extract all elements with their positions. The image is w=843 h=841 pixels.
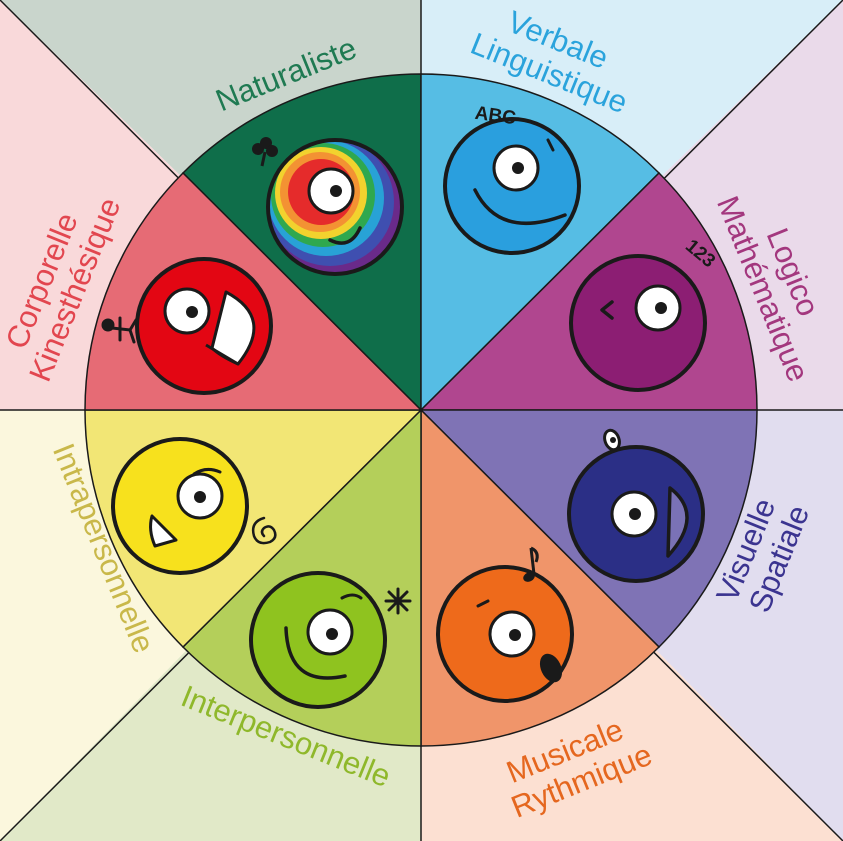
character-interpersonnelle	[249, 571, 412, 709]
stick-figure-icon	[101, 316, 138, 344]
character-logico: 123	[569, 236, 719, 392]
clover-icon	[252, 137, 278, 167]
character-musicale	[436, 546, 574, 703]
character-corporelle	[101, 257, 273, 395]
music-note-icon	[523, 546, 539, 582]
character-intrapersonnelle	[111, 437, 277, 575]
eye-icon	[603, 428, 621, 452]
character-visuelle	[567, 428, 705, 583]
character-verbale: ABC	[443, 103, 581, 255]
character-naturaliste	[252, 137, 404, 276]
spiral-icon	[251, 516, 277, 545]
snowflake-icon	[384, 587, 412, 615]
